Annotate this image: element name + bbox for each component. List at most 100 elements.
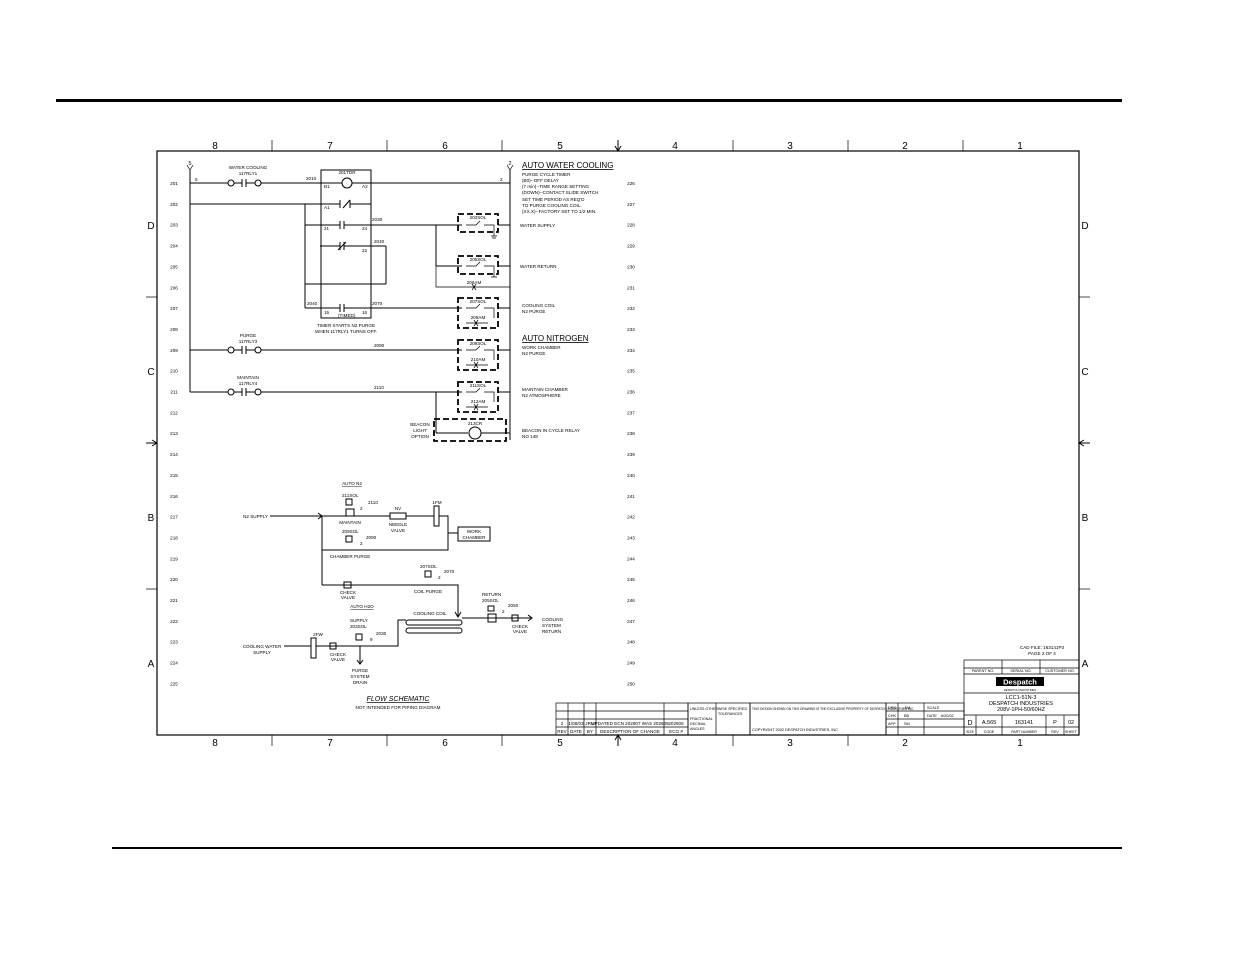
- rung-number-230: 230: [627, 264, 635, 269]
- tb-size-label: SIZE: [966, 730, 975, 734]
- fs-n2-supply: N2 SUPPLY: [243, 514, 268, 519]
- fs-cs-3: RETURN: [542, 629, 561, 634]
- rung-number-239: 239: [627, 452, 635, 457]
- tb-drn: DRN: [888, 706, 896, 710]
- tb-app: APP: [888, 722, 896, 726]
- solenoid-205sol: 205SOL 206AM: [435, 255, 510, 291]
- beacon-cr-label: 213CR: [468, 421, 483, 426]
- fs-w2070: 2070: [444, 569, 455, 574]
- wire-2070: 2070: [372, 301, 383, 306]
- fs-flowswitch: [310, 637, 317, 659]
- rung-number-237: 237: [627, 410, 635, 415]
- lamp-208-label: 208AM: [471, 315, 486, 320]
- terminal-b1: B1: [324, 184, 330, 189]
- label-relay3: 117RLY3: [239, 339, 258, 344]
- note-maintain-1: MAINTAIN CHAMBER: [522, 387, 569, 392]
- zone-col-1-bottom: 1: [1017, 738, 1023, 749]
- rung-number-222: 222: [170, 619, 178, 624]
- rung-number-221: 221: [170, 598, 178, 603]
- zone-col-6: 6: [442, 141, 448, 152]
- fs-sol-207: 207SOL: [420, 564, 437, 569]
- tb-rev-label: REV: [1051, 730, 1059, 734]
- zone-row-c-right: C: [1081, 367, 1088, 378]
- center-arrow-right: [1078, 439, 1090, 447]
- rung-number-243: 243: [627, 535, 635, 540]
- rail-left-arrow: [186, 164, 194, 171]
- tb-serial-no: SERIAL NO.: [1010, 669, 1031, 673]
- despatch-logo-text: Despatch: [1003, 678, 1037, 687]
- note-timer-3: (7 min)--TIME RANGE SETTING: [522, 184, 590, 189]
- fs-cooling-coil: COOLING COIL: [413, 611, 447, 616]
- rung-number-229: 229: [627, 244, 635, 249]
- label-relay1: 117RLY1: [239, 171, 258, 176]
- rung-201: WATER COOLING 117RLY1 2010 201TDR B1 A2: [190, 165, 510, 189]
- beacon-group: 213CR BEACON LIGHT OPTION: [410, 418, 507, 442]
- bottom-rule: [112, 847, 1122, 849]
- zone-col-1: 1: [1017, 141, 1023, 152]
- rung-number-233: 233: [627, 327, 635, 332]
- tb-part-number-label: PART NUMBER: [1011, 730, 1037, 734]
- rung-number-212: 212: [170, 410, 178, 415]
- tb-a-no: A.565: [982, 720, 996, 726]
- tb-customer-no: CUSTOMER NO.: [1045, 669, 1074, 673]
- ladder-notes: AUTO WATER COOLING PURGE CYCLE TIMER (B0…: [520, 161, 613, 439]
- tb-date-label: DATE: [927, 714, 937, 718]
- top-rule: [56, 99, 1122, 102]
- zone-row-b-left: B: [148, 513, 155, 524]
- tb-scale: SCALE: [927, 706, 940, 710]
- wire-2040: 2040: [374, 239, 385, 244]
- fs-2a: 2: [360, 506, 363, 511]
- despatch-logo-sub: DESPATCH INDUSTRIES: [1004, 688, 1037, 692]
- rung-number-245: 245: [627, 577, 635, 582]
- rung-number-220: 220: [170, 577, 178, 582]
- zone-ruler-bottom: 8 7 6 5 4 3 2 1: [212, 734, 1023, 749]
- zone-col-4-bottom: 4: [672, 738, 678, 749]
- fs-check-c1: CHECK: [330, 652, 347, 657]
- rung-202: A1: [190, 199, 371, 210]
- rung-number-242: 242: [627, 515, 635, 520]
- lamp-212-label: 212AM: [471, 399, 486, 404]
- rung-number-246: 246: [627, 598, 635, 603]
- note-beacon-1: BEACON IN CYCLE RELAY: [522, 428, 580, 433]
- zone-row-a-right: A: [1082, 659, 1089, 670]
- timer-box: [320, 169, 372, 319]
- fs-nv: NV: [395, 506, 402, 511]
- wire-2010: 2010: [306, 176, 317, 181]
- zone-row-a-left: A: [148, 659, 155, 670]
- wire-2040b: 2040: [307, 301, 318, 306]
- rung-number-228: 228: [627, 223, 635, 228]
- tb-date: 6/20/02: [941, 714, 954, 718]
- rung-number-214: 214: [170, 452, 178, 457]
- rung-number-224: 224: [170, 661, 178, 666]
- fs-coil-2: [405, 627, 463, 634]
- title-block: CAD FILE: 163141P3 PAGE 2 OF 4 PARENT NO…: [963, 645, 1080, 736]
- solenoid-203sol: 203SOL: [457, 213, 510, 239]
- rung-number-215: 215: [170, 473, 178, 478]
- fs-2c: 2: [438, 575, 441, 580]
- tb-size: D: [967, 720, 972, 727]
- fs-fw: 2FW: [313, 632, 323, 637]
- rung-numbers-right: 2262272282292302312322332342352362372382…: [627, 181, 635, 686]
- revision-block: 2 1/08/03 JRM UPDATED ECN 202607 WAS 202…: [555, 702, 965, 736]
- tb-page-of: PAGE 2 OF 4: [1028, 651, 1056, 656]
- rung-number-205: 205: [170, 264, 178, 269]
- rung-number-217: 217: [170, 515, 178, 520]
- zone-ruler-right: D C B A: [1078, 221, 1090, 670]
- solenoid-207sol: 207SOL 208AM: [457, 297, 510, 329]
- tb-tolerances: TOLERANCES: [718, 712, 743, 716]
- rev-hdr-desc: DESCRIPTION OF CHANGE: [600, 729, 660, 734]
- beacon-label-1: BEACON: [410, 422, 429, 427]
- rung-number-208: 208: [170, 327, 178, 332]
- tb-cad-file: CAD FILE: 163141P3: [1020, 645, 1065, 650]
- tb-angles: ANGLES: [690, 727, 705, 731]
- rung-number-240: 240: [627, 473, 635, 478]
- fs-auto-n2: AUTO N2: [342, 481, 362, 486]
- tb-chk: CHK: [888, 714, 896, 718]
- tb-drn-by: JIM: [904, 706, 910, 710]
- tb-chk-by: BB: [904, 714, 910, 718]
- tb-p: P: [1053, 720, 1057, 726]
- fs-flowmeter: [433, 505, 440, 527]
- note-purge-timer: PURGE CYCLE TIMER: [522, 172, 571, 177]
- zone-col-8: 8: [212, 141, 218, 152]
- lamp-206-label: 206AM: [467, 280, 482, 285]
